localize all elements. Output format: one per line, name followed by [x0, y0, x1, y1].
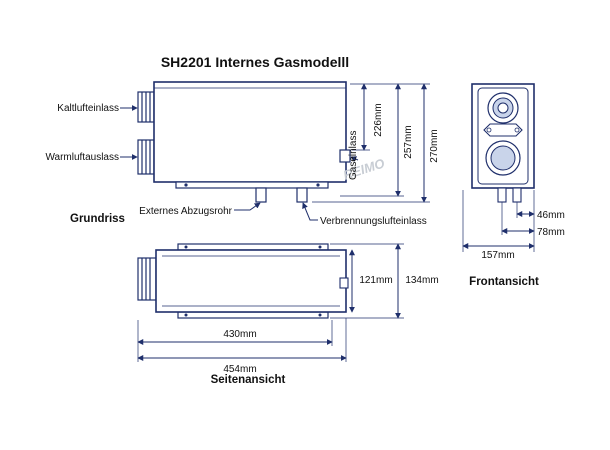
seitenansicht-view — [137, 243, 404, 362]
side-flange-top — [177, 243, 329, 251]
label-grundriss: Grundriss — [70, 213, 125, 225]
dim-226: 226mm — [373, 103, 384, 136]
grundriss-baseplate — [175, 181, 329, 189]
grundriss-body — [153, 81, 347, 183]
front-pipe-left — [497, 187, 507, 203]
frontansicht-view — [462, 83, 535, 252]
gas-inlet-stub — [339, 149, 351, 163]
combustion-air-pipe — [296, 187, 308, 203]
label-gaseinlass: Gaseinlass — [348, 131, 359, 180]
grundriss-view — [120, 81, 430, 221]
front-pipe-right — [512, 187, 522, 203]
label-verbrennungslufteinlass: Verbrennungslufteinlass — [320, 216, 427, 227]
front-bracket — [483, 123, 523, 137]
side-fitting — [339, 277, 349, 289]
dim-257: 257mm — [403, 125, 414, 158]
dim-454: 454mm — [223, 364, 256, 375]
side-stub — [137, 257, 157, 301]
kaltluft-stub — [137, 91, 155, 123]
label-warmluftauslass: Warmluftauslass — [45, 152, 119, 163]
label-kaltlufteinlass: Kaltlufteinlass — [57, 103, 119, 114]
dim-430: 430mm — [223, 329, 256, 340]
exhaust-pipe — [255, 187, 267, 203]
side-flange-bottom — [177, 311, 329, 319]
dim-270: 270mm — [429, 129, 440, 162]
label-seitenansicht: Seitenansicht — [211, 374, 286, 386]
side-body — [155, 249, 347, 313]
warmluft-stub — [137, 139, 155, 175]
dim-157: 157mm — [481, 250, 514, 261]
label-frontansicht: Frontansicht — [469, 276, 539, 288]
dim-78: 78mm — [537, 227, 565, 238]
dim-46: 46mm — [537, 210, 565, 221]
dim-121: 121mm — [359, 275, 392, 286]
label-externes-abzugsrohr: Externes Abzugsrohr — [139, 206, 232, 217]
drawing-title: SH2201 Internes Gasmodelll — [161, 54, 349, 70]
dim-134: 134mm — [405, 275, 438, 286]
